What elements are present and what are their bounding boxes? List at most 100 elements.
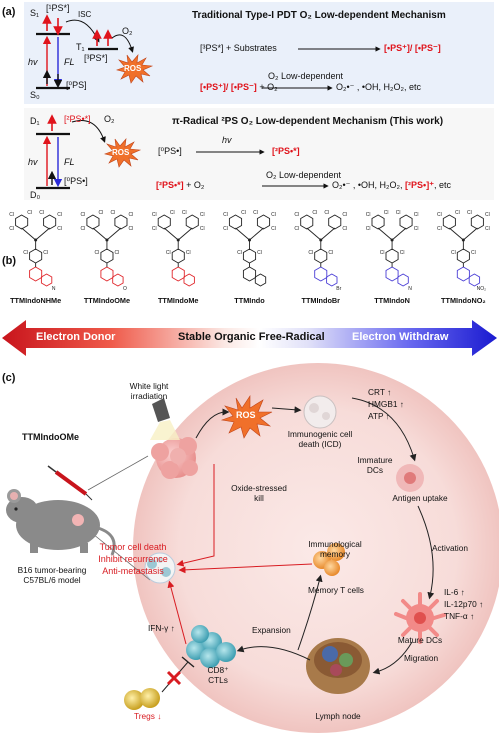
box1-eq2-left-plain: + O₂ [256, 82, 278, 92]
svg-text:Cl: Cl [396, 210, 401, 216]
svg-text:Cl: Cl [437, 226, 442, 232]
box2-eq2-right-tail: , etc [433, 180, 451, 190]
lymph-node-label: Lymph node [315, 711, 361, 721]
svg-text:Cl: Cl [471, 250, 476, 256]
svg-text:Cl: Cl [57, 212, 62, 218]
marker-tnf: TNF-α ↑ [444, 611, 475, 621]
svg-text:Cl: Cl [129, 212, 134, 218]
box2-title: π-Radical ²PS O₂ Low-dependent Mechanism… [172, 116, 444, 127]
svg-text:O: O [123, 286, 127, 292]
svg-text:Cl: Cl [237, 250, 242, 256]
svg-text:Cl: Cl [414, 226, 419, 232]
lymph-node [306, 638, 370, 694]
svg-text:Cl: Cl [9, 212, 14, 218]
mechanism-box-radical [24, 108, 494, 200]
expansion-label: Expansion [252, 625, 291, 635]
d0-label: D₀ [30, 190, 41, 200]
svg-text:Cl: Cl [485, 226, 490, 232]
marker-crt: CRT ↑ [368, 387, 392, 397]
svg-text:Cl: Cl [9, 226, 14, 232]
o2-label-1: O₂ [122, 26, 133, 36]
svg-text:Cl: Cl [328, 250, 333, 256]
stable-radical-label: Stable Organic Free-Radical [178, 331, 325, 343]
svg-text:Cl: Cl [380, 250, 385, 256]
svg-text:Cl: Cl [81, 212, 86, 218]
mouse-illustration [6, 465, 116, 556]
svg-text:Cl: Cl [186, 250, 191, 256]
svg-text:Cl: Cl [115, 250, 120, 256]
svg-text:Cl: Cl [223, 212, 228, 218]
s1-label: S₁ [30, 8, 40, 18]
treg-cells [124, 688, 160, 710]
svg-text:Cl: Cl [455, 210, 460, 216]
ifn-gamma-label: IFN-γ ↑ [148, 623, 175, 633]
memory-t-cells [313, 543, 345, 576]
s0-label: S₀ [30, 90, 40, 100]
immune-cycle-diagram [6, 363, 499, 733]
box2-eq1-arrow-label: hv [222, 135, 232, 145]
box1-eq1-left: [³PS*] + Substrates [200, 43, 277, 53]
outcome-tumor-death: Tumor cell death [99, 542, 167, 552]
svg-text:Cl: Cl [366, 226, 371, 232]
tumor-model-label: B16 tumor-bearing C57BL/6 model [17, 565, 87, 585]
killed-tumor-cells [144, 552, 176, 584]
immunological-memory-label: Immunological memory [308, 539, 362, 559]
ps-s0-label: [⁰PS] [66, 80, 87, 90]
isc-label: ISC [78, 10, 92, 19]
svg-text:Cl: Cl [223, 226, 228, 232]
svg-text:Cl: Cl [111, 210, 116, 216]
ps-s1-label: [¹PS*] [46, 3, 70, 13]
box2-eq1-right: [²PS•*] [272, 146, 300, 156]
electron-withdraw-label: Electron Withdraw [352, 331, 449, 343]
ros-burst-2 [103, 138, 142, 168]
marker-atp: ATP ↑ [368, 411, 390, 421]
svg-text:Cl: Cl [312, 210, 317, 216]
svg-text:Cl: Cl [182, 210, 187, 216]
molecule-name: TTMIndoOMe [83, 296, 131, 305]
svg-text:Cl: Cl [253, 210, 258, 216]
box1-eq1-right: [•PS⁺]/ [•PS⁻] [384, 43, 441, 53]
box1-eq2-right: O₂•⁻ , •OH, H₂O₂, etc [336, 82, 422, 92]
svg-text:Cl: Cl [57, 226, 62, 232]
svg-text:Cl: Cl [271, 226, 276, 232]
molecule-name: TTMIndoNHMe [10, 296, 62, 305]
icd-cell [303, 395, 337, 429]
inhibit-cross-icon [166, 670, 182, 686]
compound-label: TTMIndoOMe [22, 432, 79, 442]
svg-text:Cl: Cl [166, 250, 171, 256]
svg-text:Cl: Cl [324, 210, 329, 216]
svg-text:Cl: Cl [241, 210, 246, 216]
migration-label: Migration [404, 653, 439, 663]
antigen-uptake-label: Antigen uptake [392, 493, 448, 503]
svg-text:Cl: Cl [485, 212, 490, 218]
svg-text:Cl: Cl [200, 212, 205, 218]
electron-donor-label: Electron Donor [36, 331, 116, 343]
box1-title: Traditional Type-I PDT O₂ Low-dependent … [192, 10, 446, 21]
donor-withdraw-bar [2, 320, 497, 356]
mature-dc [394, 592, 446, 644]
energy-diagrams [36, 14, 381, 190]
hv-label-2: hv [28, 157, 38, 167]
panel-b-label: (b) [2, 255, 17, 267]
svg-text:Cl: Cl [129, 226, 134, 232]
molecule-name: TTMIndoMe [157, 296, 199, 305]
svg-text:Cl: Cl [200, 226, 205, 232]
hv-label-1: hv [28, 57, 38, 67]
immature-dc-label: Immature DCs [357, 455, 393, 475]
svg-text:Cl: Cl [294, 212, 299, 218]
svg-text:Cl: Cl [308, 250, 313, 256]
box2-eq2-right-plain: O₂•⁻ , •OH, H₂O₂, [332, 180, 406, 190]
box2-eq2-left-plain: + O₂ [183, 180, 205, 190]
tumor-illustration [151, 437, 198, 479]
svg-text:Cl: Cl [43, 250, 48, 256]
mature-dc-label: Mature DCs [397, 635, 443, 645]
activation-label: Activation [432, 543, 468, 553]
molecule-name: TTMIndoN [374, 296, 410, 305]
fl-label-2: FL [64, 157, 75, 167]
svg-text:Cl: Cl [342, 226, 347, 232]
svg-text:N: N [52, 286, 56, 292]
